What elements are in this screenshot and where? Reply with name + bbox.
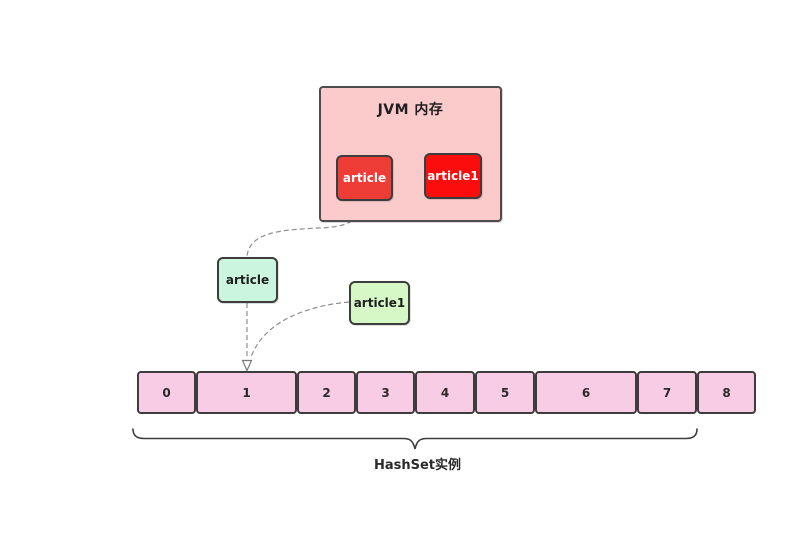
array-cell-1: 1 bbox=[196, 371, 297, 414]
array-cell-5: 5 bbox=[475, 371, 535, 414]
array-cell-6: 6 bbox=[535, 371, 637, 414]
hashset-brace bbox=[132, 428, 698, 450]
hashset-instance-label: HashSet实例 bbox=[373, 458, 462, 473]
array-cell-4: 4 bbox=[415, 371, 475, 414]
set-element-article: article bbox=[217, 257, 278, 303]
array-cell-7: 7 bbox=[637, 371, 697, 414]
array-cell-0: 0 bbox=[137, 371, 196, 414]
arrowhead-down-icon bbox=[241, 359, 253, 372]
array-cell-2: 2 bbox=[297, 371, 356, 414]
set-element-article1: article1 bbox=[349, 281, 410, 325]
jvm-object-article: article bbox=[336, 155, 393, 201]
jvm-memory-title: JVM 内存 bbox=[377, 102, 444, 118]
jvm-object-article1: article1 bbox=[424, 153, 482, 199]
array-cell-8: 8 bbox=[697, 371, 756, 414]
connector-set-article1-to-array bbox=[250, 301, 350, 358]
array-cell-3: 3 bbox=[356, 371, 415, 414]
